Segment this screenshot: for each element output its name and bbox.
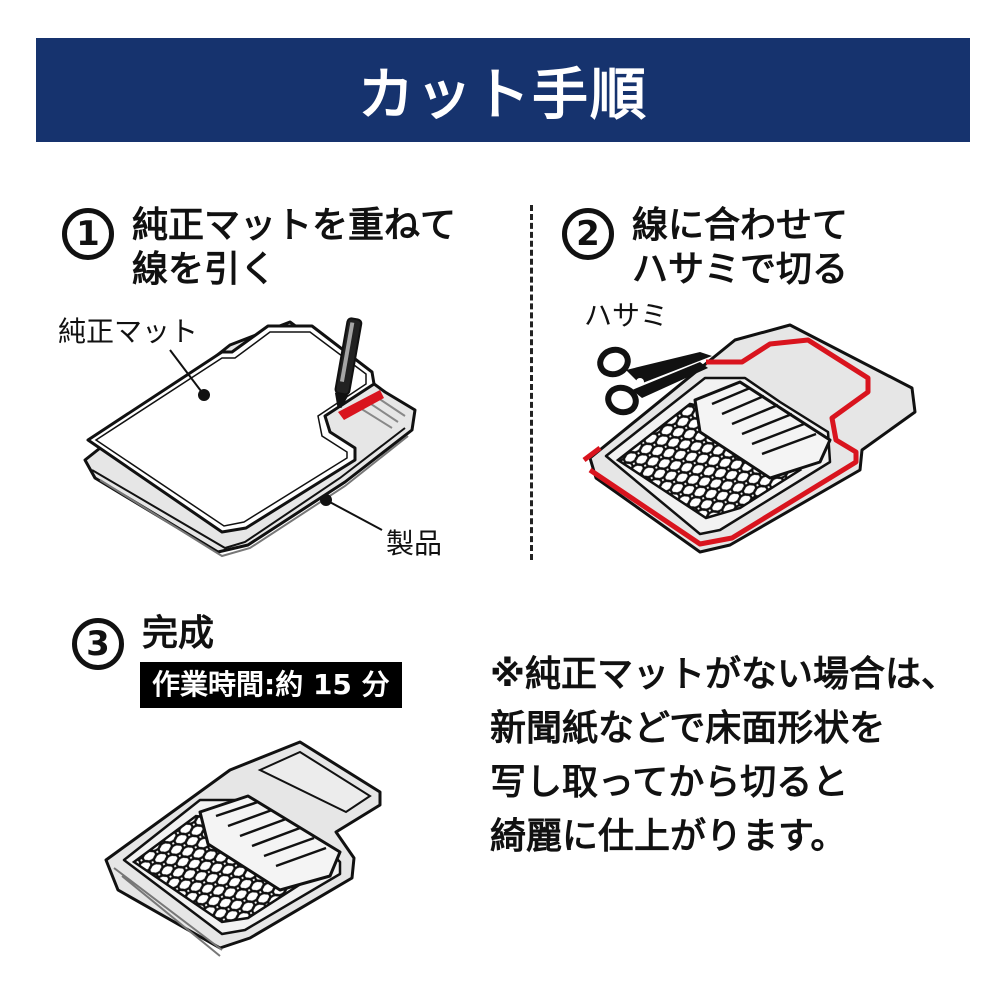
label-scissors: ハサミ: [584, 299, 669, 332]
header-banner: カット手順: [36, 38, 970, 142]
note-text: ※純正マットがない場合は、 新聞紙などで床面形状を 写し取ってから切ると 綺麗に…: [490, 648, 957, 864]
step3-number: 3: [72, 618, 124, 670]
step2-title-line1: 線に合わせて: [632, 205, 849, 246]
traced-line: [338, 390, 384, 420]
step2-number: 2: [562, 208, 614, 260]
page-title: カット手順: [358, 62, 648, 128]
step3-illustration: [104, 740, 382, 957]
note-line-2: 新聞紙などで床面形状を: [490, 708, 886, 749]
step1-title-line1: 純正マットを重ねて: [132, 205, 457, 246]
step-divider: [530, 205, 533, 560]
step1-title-line2: 線を引く: [132, 249, 277, 290]
label-product: 製品: [386, 527, 443, 560]
note-line-3: 写し取ってから切ると: [490, 762, 849, 803]
work-time-badge: 作業時間:約 15 分: [140, 662, 402, 708]
step1-number: 1: [62, 208, 114, 260]
genuine-mat-shape: [86, 324, 376, 534]
step3-title: 完成: [142, 613, 215, 654]
pen-icon: [334, 317, 363, 408]
label-genuine-mat: 純正マット: [58, 315, 199, 348]
note-line-1: ※純正マットがない場合は、: [490, 654, 957, 695]
scissors-icon: [597, 346, 712, 416]
step1-illustration: [83, 317, 417, 558]
cut-line: [582, 337, 871, 547]
note-line-4: 綺麗に仕上がります。: [490, 816, 847, 857]
step2-title-line2: ハサミで切る: [632, 249, 849, 290]
step2-illustration: [582, 323, 917, 554]
